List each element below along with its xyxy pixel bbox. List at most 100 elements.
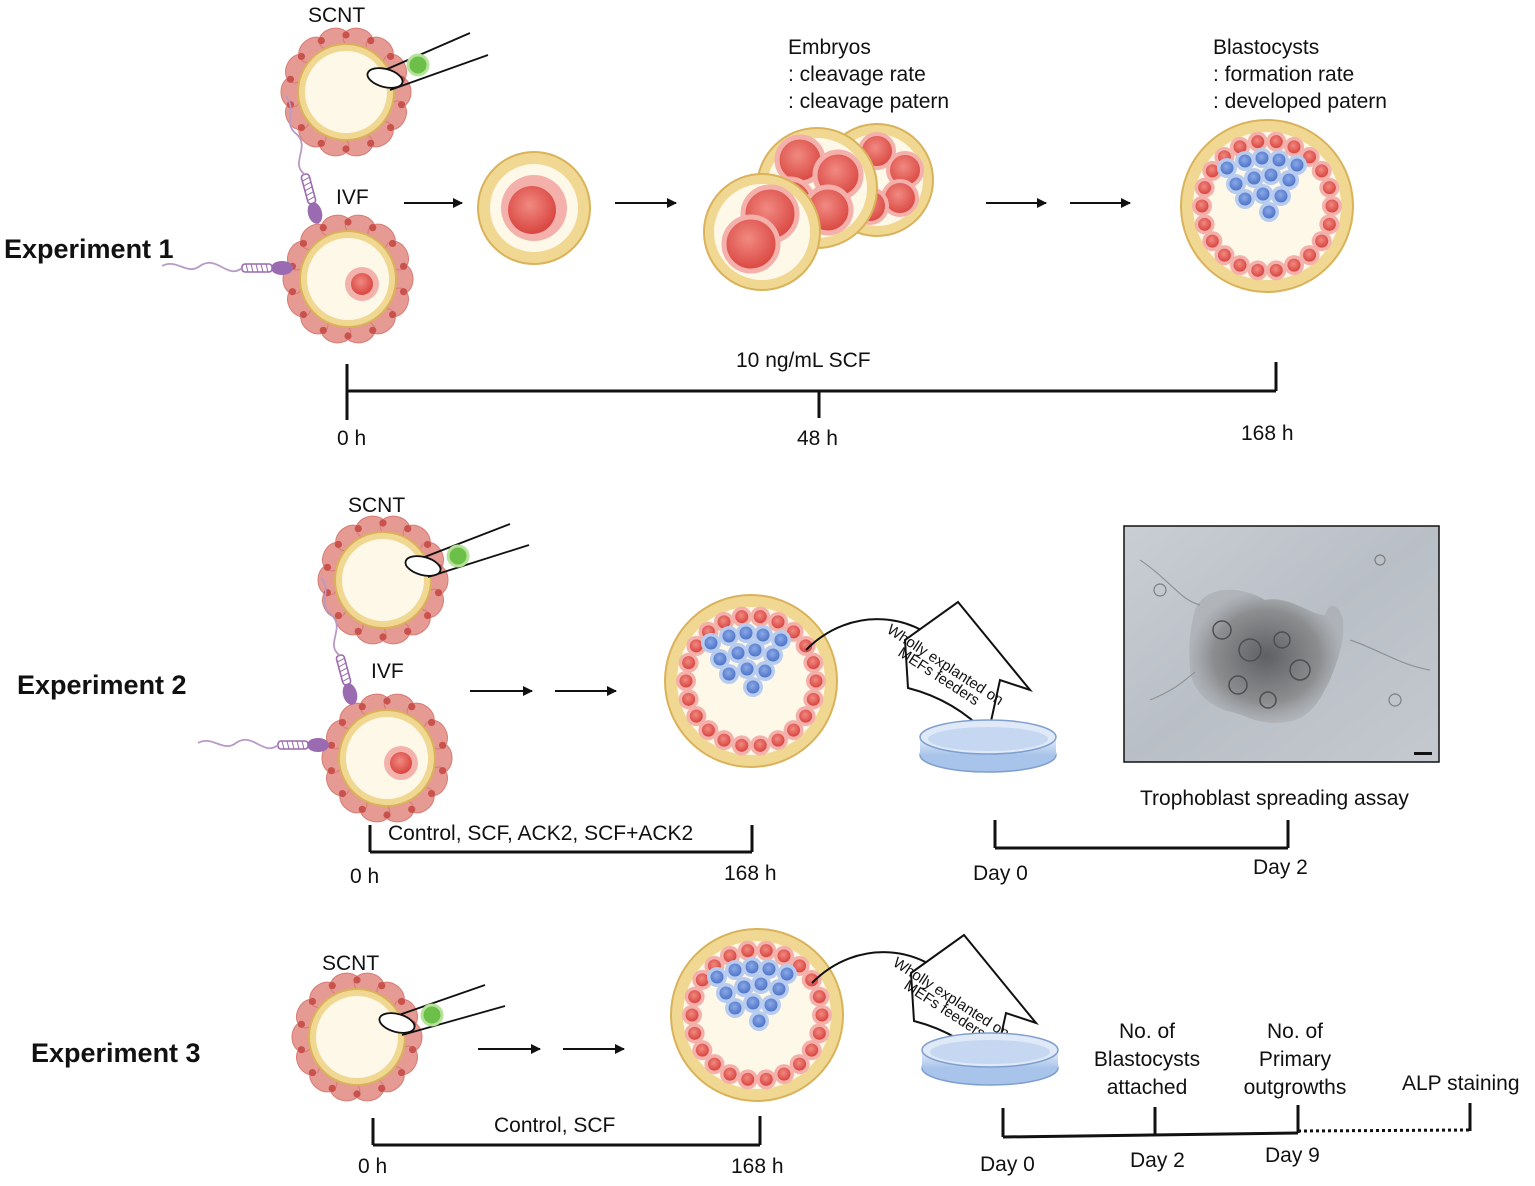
cumulus-nucleus	[288, 288, 297, 296]
trophectoderm-nucleus	[717, 615, 731, 629]
trophectoderm-nucleus	[695, 1043, 709, 1057]
inner-cell-mass-nucleus	[752, 1014, 766, 1028]
cumulus-nucleus	[423, 540, 432, 549]
cumulus-nucleus	[408, 805, 416, 813]
sperm-icon	[285, 95, 323, 224]
scale-bar	[1414, 752, 1432, 755]
scnt-label: SCNT	[308, 4, 365, 27]
donor-nucleus-icon	[446, 544, 470, 568]
tick-label: Day 2	[1130, 1149, 1185, 1172]
donor-nucleus-icon	[406, 53, 430, 77]
cumulus-nucleus	[408, 703, 416, 711]
trophectoderm-nucleus	[799, 709, 813, 723]
trophectoderm-nucleus	[812, 1026, 826, 1040]
cumulus-nucleus	[323, 563, 332, 571]
experiment-3-title: Experiment 3	[31, 1038, 201, 1068]
timeline-3a	[371, 1116, 762, 1147]
scnt-label: SCNT	[348, 494, 405, 517]
cumulus-nucleus	[369, 224, 377, 232]
ooplasm	[342, 539, 424, 621]
attached-label-3: attached	[1107, 1076, 1188, 1099]
inner-cell-mass-nucleus	[704, 636, 718, 650]
trophectoderm-nucleus	[777, 1067, 791, 1081]
sperm-icon	[320, 576, 358, 705]
tick-label: Day 9	[1265, 1144, 1320, 1167]
inner-cell-mass-nucleus	[1290, 158, 1304, 172]
inner-cell-mass-nucleus	[1272, 153, 1286, 167]
outgrowth-label-1: No. of	[1267, 1020, 1323, 1043]
inner-cell-mass-nucleus	[1238, 154, 1252, 168]
trophectoderm-nucleus	[753, 610, 767, 624]
cumulus-nucleus	[299, 239, 308, 248]
trophectoderm-nucleus	[707, 1057, 721, 1071]
inner-cell-mass-nucleus	[739, 626, 753, 640]
cumulus-nucleus	[379, 519, 387, 527]
tick-label: 0 h	[358, 1155, 387, 1178]
blastocyst	[670, 928, 844, 1102]
trophoblast-micrograph	[1123, 525, 1440, 763]
inner-cell-mass-nucleus	[722, 667, 736, 681]
trophectoderm-nucleus	[809, 674, 823, 688]
trophectoderm-nucleus	[1198, 181, 1212, 195]
inner-cell-mass-nucleus	[728, 963, 742, 977]
trophectoderm-nucleus	[735, 610, 749, 624]
blastocysts-title: Blastocysts	[1213, 36, 1319, 59]
trophectoderm-nucleus	[812, 990, 826, 1004]
sperm-head	[307, 202, 323, 224]
cumulus-nucleus	[427, 789, 436, 798]
cumulus-nucleus	[408, 1046, 417, 1054]
blastocysts-line-1: : formation rate	[1213, 63, 1354, 86]
trophectoderm-nucleus	[682, 656, 696, 670]
inner-cell-mass-nucleus	[772, 982, 786, 996]
trophectoderm-nucleus	[695, 973, 709, 987]
inner-cell-mass-nucleus	[713, 652, 727, 666]
trophectoderm-nucleus	[741, 1072, 755, 1086]
cumulus-nucleus	[338, 718, 347, 727]
trophectoderm-nucleus	[679, 674, 693, 688]
inner-cell-mass-nucleus	[754, 977, 768, 991]
sperm-head	[342, 683, 358, 705]
cumulus-nucleus	[297, 123, 306, 132]
inner-cell-mass-nucleus	[746, 680, 760, 694]
cumulus-nucleus	[334, 611, 343, 620]
cumulus-nucleus	[344, 332, 352, 340]
cumulus-nucleus	[299, 310, 308, 319]
trophectoderm-nucleus	[688, 990, 702, 1004]
timeline-2b	[993, 820, 1290, 850]
alp-label: ALP staining	[1402, 1072, 1520, 1095]
cumulus-nucleus	[338, 789, 347, 798]
cumulus-nucleus	[344, 218, 352, 226]
tick-label: Day 0	[980, 1153, 1035, 1176]
cumulus-nucleus	[379, 633, 387, 641]
attached-label-1: No. of	[1119, 1020, 1175, 1043]
cumulus-nucleus	[397, 1068, 406, 1077]
cumulus-nucleus	[342, 31, 350, 39]
timeline-1	[345, 362, 1278, 420]
inner-cell-mass-nucleus	[740, 662, 754, 676]
assay-label: Trophoblast spreading assay	[1140, 787, 1409, 810]
trophectoderm-nucleus	[793, 959, 807, 973]
cumulus-nucleus	[386, 123, 395, 132]
cumulus-nucleus	[367, 37, 375, 45]
outgrowth-label-3: outgrowths	[1244, 1076, 1347, 1099]
cumulus-nucleus	[369, 326, 377, 334]
trophectoderm-nucleus	[815, 1008, 829, 1022]
trophectoderm-nucleus	[1269, 263, 1283, 277]
trophectoderm-nucleus	[793, 1057, 807, 1071]
trophectoderm-nucleus	[1269, 135, 1283, 149]
trophectoderm-nucleus	[805, 973, 819, 987]
cumulus-nucleus	[354, 627, 362, 635]
trophectoderm-nucleus	[1315, 234, 1329, 248]
experiment-2-title: Experiment 2	[17, 670, 187, 700]
inner-cell-mass-nucleus	[1229, 177, 1243, 191]
sperm-tail	[285, 95, 306, 176]
cumulus-nucleus	[438, 741, 447, 749]
cumulus-nucleus	[328, 982, 336, 990]
cumulus-nucleus	[386, 52, 395, 61]
cumulus-nucleus	[378, 982, 386, 990]
inner-cell-mass-nucleus	[1256, 187, 1270, 201]
cumulus-nucleus	[297, 1046, 306, 1054]
treatment-label: Control, SCF, ACK2, SCF+ACK2	[388, 822, 693, 845]
ooplasm	[305, 51, 387, 133]
